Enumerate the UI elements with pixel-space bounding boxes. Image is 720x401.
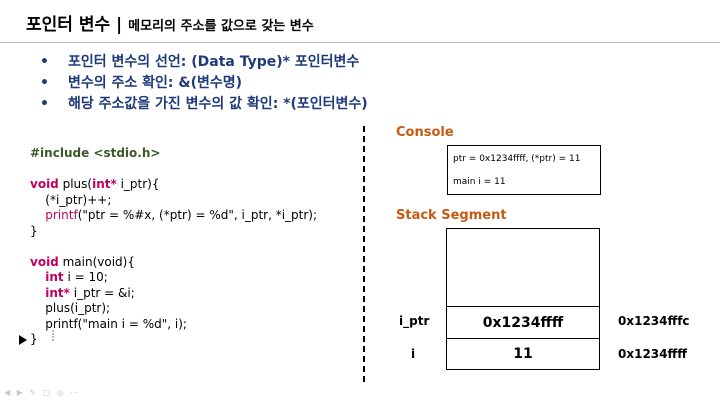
bullet-text: 포인터 변수의 선언: (Data Type)* 포인터변수 <box>68 54 360 70</box>
bullet-item: • 해당 주소값을 가진 변수의 값 확인: *(포인터변수) <box>40 94 368 115</box>
bullet-list: • 포인터 변수의 선언: (Data Type)* 포인터변수 • 변수의 주소 … <box>40 52 368 115</box>
execution-pointer-icon <box>19 335 27 345</box>
code-line-increment: (*i_ptr)++; <box>30 192 112 207</box>
bullet-dot-icon: • <box>40 96 49 112</box>
bullet-dot-icon: • <box>40 54 49 70</box>
code-line-close-brace: } <box>30 223 38 238</box>
stack-segment-label: Stack Segment <box>396 208 507 223</box>
console-line: main i = 11 <box>453 177 506 187</box>
code-line-blank <box>30 239 317 255</box>
stack-address-i-ptr: 0x1234fffc <box>618 314 690 328</box>
console-output-box: ptr = 0x1234ffff, (*ptr) = 11 main i = 1… <box>447 145 601 195</box>
stack-segment-box: 0x1234ffff 11 <box>446 228 600 370</box>
vertical-dashed-divider <box>363 126 365 382</box>
code-line-plus-signature: void plus(int* i_ptr){ <box>30 177 160 191</box>
text-cursor-icon: ┊ <box>50 331 57 342</box>
slide-title: 포인터 변수 | 메모리의 주소를 값으로 갖는 변수 <box>26 10 314 35</box>
code-line-int-decl: int i = 10; <box>45 270 108 284</box>
stack-address-i: 0x1234ffff <box>618 347 687 361</box>
code-line-ptr-decl: int* i_ptr = &i; <box>45 285 135 300</box>
stack-cell-i: 11 <box>447 338 599 369</box>
bullet-item: • 포인터 변수의 선언: (Data Type)* 포인터변수 <box>40 52 368 73</box>
title-main: 포인터 변수 | <box>26 15 123 35</box>
stack-var-name-i: i <box>411 347 416 361</box>
stack-var-name-i-ptr: i_ptr <box>399 314 430 328</box>
code-line-blank <box>30 162 317 178</box>
bullet-text: 해당 주소값을 가진 변수의 값 확인: *(포인터변수) <box>68 96 368 112</box>
code-line-close-brace: } <box>30 332 38 346</box>
bullet-item: • 변수의 주소 확인: &(변수명) <box>40 73 368 94</box>
title-divider <box>0 42 720 43</box>
title-subtitle: 메모리의 주소를 값으로 갖는 변수 <box>128 19 314 34</box>
code-line-printf-main: printf("main i = %d", i); <box>30 316 187 331</box>
code-block: #include <stdio.h> void plus(int* i_ptr)… <box>30 146 317 348</box>
bullet-text: 변수의 주소 확인: &(변수명) <box>68 75 243 91</box>
console-line: ptr = 0x1234ffff, (*ptr) = 11 <box>453 154 581 164</box>
code-line-call-plus: plus(i_ptr); <box>30 301 111 315</box>
code-line-printf-ptr: printf("ptr = %#x, (*ptr) = %d", i_ptr, … <box>45 208 318 222</box>
code-line-main-signature: void main(void){ <box>30 254 135 269</box>
stack-cell-i-ptr: 0x1234ffff <box>447 306 599 338</box>
footer-toolbar-icons: ◀ ▶ ✎ ▢ ◎ ⋯ <box>4 388 81 397</box>
code-line-include: #include <stdio.h> <box>30 146 161 160</box>
bullet-dot-icon: • <box>40 75 49 91</box>
console-label: Console <box>396 125 454 140</box>
